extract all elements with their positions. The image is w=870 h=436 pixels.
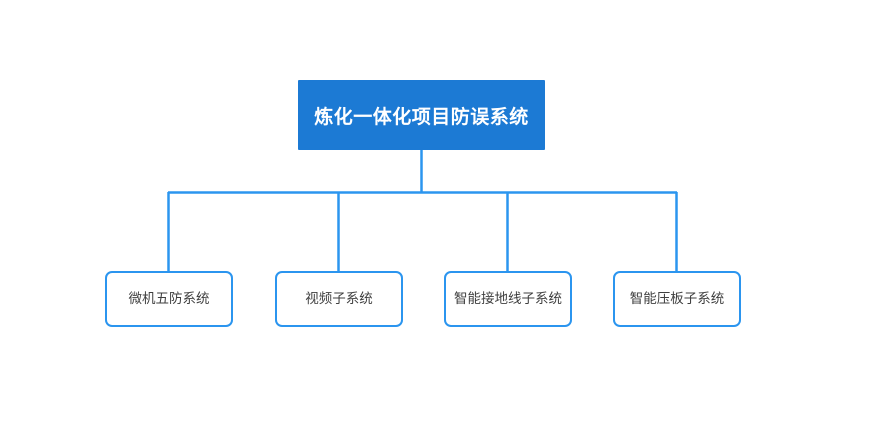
child-node-3[interactable]: 智能接地线子系统	[444, 271, 572, 327]
child-node-3-label: 智能接地线子系统	[454, 290, 562, 306]
child-node-1[interactable]: 微机五防系统	[105, 271, 233, 327]
child-node-1-label: 微机五防系统	[128, 290, 210, 306]
child-node-2-label: 视频子系统	[305, 290, 373, 306]
child-node-4[interactable]: 智能压板子系统	[613, 271, 741, 327]
root-node-label: 炼化一体化项目防误系统	[314, 106, 529, 128]
child-node-4-label: 智能压板子系统	[629, 290, 725, 306]
root-node[interactable]: 炼化一体化项目防误系统	[298, 80, 545, 150]
child-node-2[interactable]: 视频子系统	[275, 271, 403, 327]
